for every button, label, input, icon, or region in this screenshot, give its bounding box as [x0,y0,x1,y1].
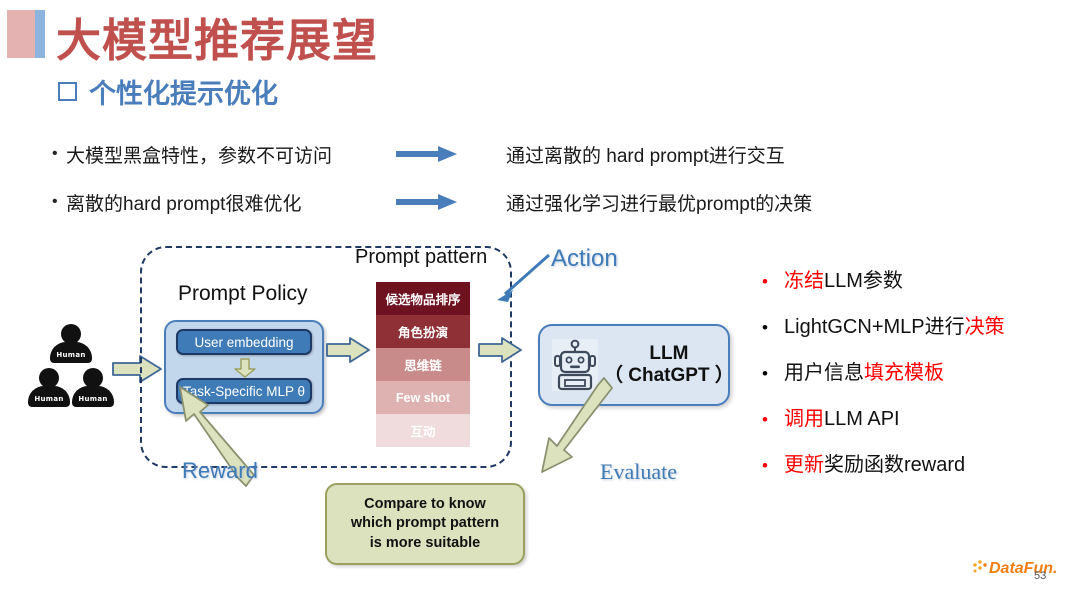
compare-line-1: Compare to know [364,495,486,512]
human-figure: Human [28,368,70,412]
human-body-icon: Human [28,386,70,407]
robot-icon [552,339,598,391]
human-label: Human [56,351,86,359]
llm-subtitle: （ ChatGPT ） [604,365,734,386]
arrow-down-icon [234,358,256,383]
prompt-policy-title: Prompt Policy [178,282,308,305]
right-bullet-text: 用户信息填充模板 [784,356,944,385]
prompt-pattern-stack: 候选物品排序 角色扮演 思维链 Few shot 互动 [376,282,470,447]
right-bullet-list: • 冻结LLM参数 • LightGCN+MLP进行决策 • 用户信息填充模板 … [762,264,1072,494]
bullet-part-plain: 奖励函数reward [824,454,966,476]
human-label: Human [34,395,64,403]
right-bullet-text: 调用LLM API [784,402,900,431]
top-bullet-row: • 大模型黑盒特性，参数不可访问 通过离散的 hard prompt进行交互 [52,135,952,173]
llm-title: LLM [649,343,689,365]
label-reward: Reward [182,458,258,483]
bullet-part-plain: LightGCN+MLP进行 [784,316,965,338]
top-bullet-row: • 离散的hard prompt很难优化 通过强化学习进行最优prompt的决策 [52,183,952,221]
human-figure: Human [72,368,114,412]
llm-box: LLM （ ChatGPT ） [538,324,734,406]
blue-arrow-icon [396,192,506,212]
human-body-icon: Human [50,342,92,363]
top-bullet-list: • 大模型黑盒特性，参数不可访问 通过离散的 hard prompt进行交互 •… [52,135,952,231]
architecture-diagram: Human Human Human Prom [0,228,1080,608]
blue-arrow-icon [396,144,506,164]
right-bullet-row: • 冻结LLM参数 [762,264,1072,293]
bullet-part-plain: LLM API [824,408,900,430]
compare-result-box: Compare to know which prompt pattern is … [325,483,525,565]
bullet-dot: • [762,272,768,291]
arrow-evaluate-icon [538,376,618,481]
compare-line-2: which prompt pattern [350,515,500,532]
bullet-dot: • [762,410,768,429]
right-bullet-text: 更新奖励函数reward [784,448,965,477]
llm-label-group: LLM （ ChatGPT ） [604,343,734,387]
bullet-dot: • [762,364,768,383]
arrow-action-icon [493,252,553,309]
compare-text: Compare to know which prompt pattern is … [351,495,499,554]
bullet-part-plain: 用户信息 [784,362,864,384]
top-bullet-left-text: 离散的hard prompt很难优化 [66,193,302,215]
bullet-part-plain: LLM参数 [824,270,903,292]
pattern-band: 互动 [376,414,470,447]
page-number: 53 [1034,570,1047,582]
bullet-dot: • [762,318,768,337]
right-bullet-row: • LightGCN+MLP进行决策 [762,310,1072,339]
human-users-group: Human Human Human [28,324,114,414]
title-accent-bar [7,10,45,58]
checkbox-square-icon [58,82,77,101]
human-figure: Human [50,324,92,368]
title-accent-bar-blue [35,10,45,58]
right-bullet-row: • 调用LLM API [762,402,1072,431]
right-bullet-text: 冻结LLM参数 [784,264,903,293]
right-bullet-row: • 用户信息填充模板 [762,356,1072,385]
pattern-band: 角色扮演 [376,315,470,348]
bullet-dot: • [52,193,58,210]
top-bullet-right-text: 通过强化学习进行最优prompt的决策 [506,193,813,215]
right-bullet-text: LightGCN+MLP进行决策 [784,310,1005,339]
right-bullet-row: • 更新奖励函数reward [762,448,1072,477]
human-head-icon [83,368,103,388]
subtitle-text: 个性化提示优化 [89,79,278,109]
compare-line-3: is more suitable [369,534,481,551]
pattern-band: 思维链 [376,348,470,381]
bullet-part-highlight: 决策 [964,316,1005,338]
bullet-part-highlight: 填充模板 [864,362,944,384]
pattern-band: Few shot [376,381,470,414]
arrow-pattern-to-llm-icon [478,336,522,369]
bullet-part-highlight: 更新 [784,454,824,476]
bullet-part-highlight: 冻结 [784,270,824,292]
svg-text:DataFun.: DataFun. [989,560,1057,577]
user-embedding-box: User embedding [176,329,312,355]
top-bullet-left-text: 大模型黑盒特性，参数不可访问 [66,145,333,167]
prompt-pattern-title: Prompt pattern [355,246,488,268]
label-evaluate: Evaluate [600,459,677,484]
arrow-policy-to-pattern-icon [326,336,370,369]
pattern-band: 候选物品排序 [376,282,470,315]
bullet-part-highlight: 调用 [784,408,824,430]
human-head-icon [61,324,81,344]
page-title: 大模型推荐展望 [56,15,379,66]
datafun-logo: DataFun. [972,556,1070,580]
human-body-icon: Human [72,386,114,407]
top-bullet-right-text: 通过离散的 hard prompt进行交互 [506,145,785,167]
bullet-dot: • [52,145,58,162]
arrow-reward-icon [170,383,260,493]
label-action: Action [551,245,618,272]
bullet-dot: • [762,456,768,475]
subtitle-row: 个性化提示优化 [58,72,278,111]
human-label: Human [78,395,108,403]
human-head-icon [39,368,59,388]
